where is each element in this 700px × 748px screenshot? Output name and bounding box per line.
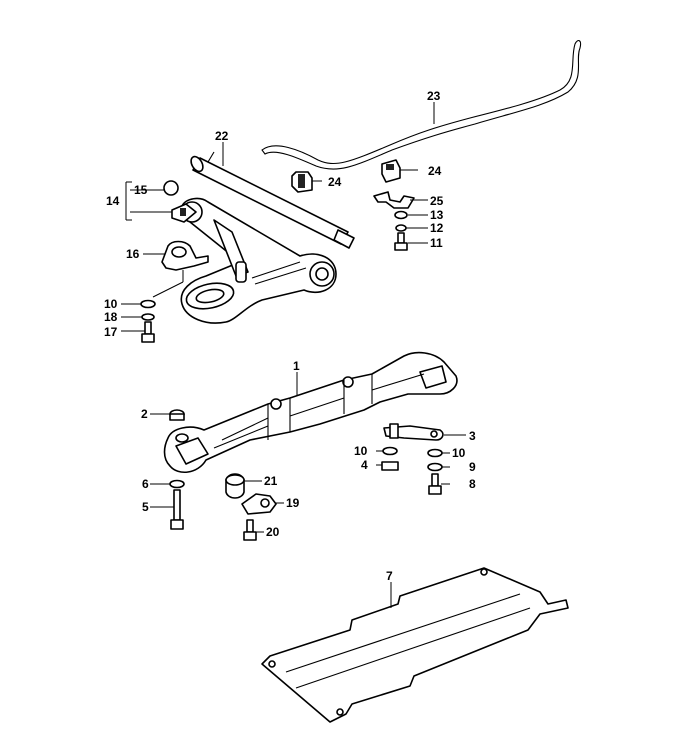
bolt-20	[243, 519, 257, 541]
washer-6	[169, 479, 185, 489]
washer-13	[394, 210, 408, 220]
callout-20: 20	[266, 525, 280, 539]
callout-17: 17	[104, 325, 118, 339]
callout-8: 8	[469, 477, 476, 491]
bushing-bracket	[171, 203, 197, 223]
callout-24a: 24	[328, 175, 342, 189]
bolt-11	[394, 232, 408, 251]
crossmember	[163, 351, 458, 473]
bracket-25	[373, 191, 415, 209]
callout-6: 6	[142, 477, 149, 491]
plate-3	[383, 423, 444, 441]
callout-19: 19	[286, 496, 300, 510]
bolt-8	[428, 473, 442, 495]
callout-12: 12	[430, 221, 444, 235]
callout-22: 22	[215, 129, 229, 143]
stabilizer-bar	[261, 39, 582, 170]
callout-23: 23	[427, 89, 441, 103]
callout-labels: 23 22 24 24 25 13 12 11 15 14 16 10 18 1…	[104, 89, 476, 583]
callout-18: 18	[104, 310, 118, 324]
callout-5: 5	[142, 500, 149, 514]
bushing-cap	[163, 180, 179, 196]
rubber-bushing-24a	[291, 171, 313, 193]
washer-10-center	[382, 446, 398, 456]
leader-lines	[121, 102, 466, 608]
bolt-17	[141, 321, 155, 343]
callout-13: 13	[430, 208, 444, 222]
washer-10-left	[140, 299, 156, 309]
callout-25: 25	[430, 194, 444, 208]
callout-4: 4	[361, 458, 368, 472]
callout-24b: 24	[428, 164, 442, 178]
rubber-buffer-21	[225, 473, 245, 499]
skid-plate	[261, 567, 569, 723]
callout-1: 1	[293, 359, 300, 373]
callout-21: 21	[264, 474, 278, 488]
callout-16: 16	[126, 247, 140, 261]
callout-2: 2	[141, 407, 148, 421]
washer-9	[427, 462, 443, 472]
washer-18	[141, 313, 155, 321]
callout-11: 11	[430, 236, 443, 250]
rubber-bushing-24b	[381, 159, 401, 183]
bolt-5	[170, 489, 184, 530]
washer-10-right	[427, 448, 443, 458]
callout-10-right: 10	[452, 446, 466, 460]
control-arm	[180, 197, 337, 324]
torsion-bar	[190, 151, 355, 249]
callout-10-left: 10	[104, 297, 118, 311]
callout-7: 7	[386, 569, 393, 583]
callout-3: 3	[469, 429, 476, 443]
bracket-19	[241, 493, 277, 515]
callout-15: 15	[134, 183, 148, 197]
nut-4	[381, 461, 399, 471]
nut-2	[169, 409, 185, 421]
callout-10-center: 10	[354, 444, 368, 458]
clamp-bracket-16	[152, 240, 209, 298]
callout-14: 14	[106, 194, 120, 208]
lock-washer-12	[395, 224, 407, 232]
callout-9: 9	[469, 460, 476, 474]
